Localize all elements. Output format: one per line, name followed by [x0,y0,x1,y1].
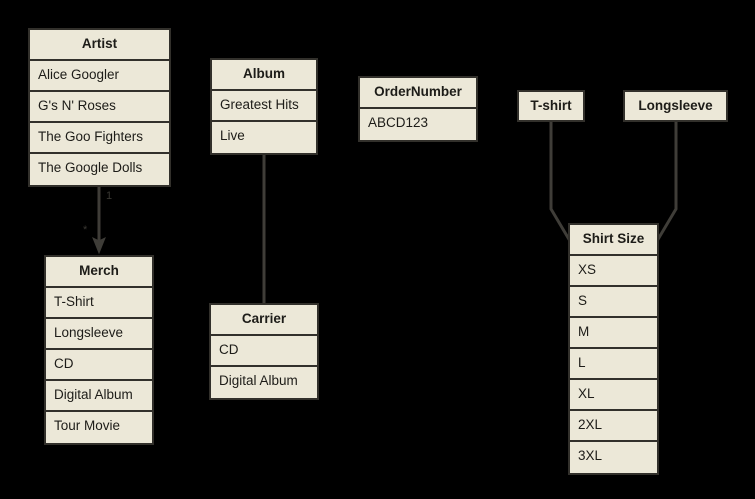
node-order-number-row-0[interactable]: ABCD123 [360,109,476,140]
node-tshirt[interactable]: T-shirt [517,90,585,122]
node-shirt-size-row-6[interactable]: 3XL [570,442,657,473]
node-artist-row-2[interactable]: The Goo Fighters [30,123,169,154]
node-carrier[interactable]: Carrier CD Digital Album [209,303,319,400]
node-album-title: Album [212,60,316,91]
node-carrier-title: Carrier [211,305,317,336]
node-artist-row-1[interactable]: G's N' Roses [30,92,169,123]
node-carrier-row-0[interactable]: CD [211,336,317,367]
node-shirt-size-row-2[interactable]: M [570,318,657,349]
node-artist-row-3[interactable]: The Google Dolls [30,154,169,185]
node-merch-row-3[interactable]: Digital Album [46,381,152,412]
node-artist-row-0[interactable]: Alice Googler [30,61,169,92]
node-artist[interactable]: Artist Alice Googler G's N' Roses The Go… [28,28,171,187]
node-merch[interactable]: Merch T-Shirt Longsleeve CD Digital Albu… [44,255,154,445]
edge-label-artist-multiplicity: 1 [106,190,113,202]
node-merch-title: Merch [46,257,152,288]
node-album-row-0[interactable]: Greatest Hits [212,91,316,122]
edge-label-merch-multiplicity: * [83,224,88,236]
node-longsleeve-label: Longsleeve [638,98,713,113]
node-merch-row-2[interactable]: CD [46,350,152,381]
node-longsleeve[interactable]: Longsleeve [623,90,728,122]
node-shirt-size-row-3[interactable]: L [570,349,657,380]
node-shirt-size-row-0[interactable]: XS [570,256,657,287]
node-shirt-size[interactable]: Shirt Size XS S M L XL 2XL 3XL [568,223,659,475]
node-shirt-size-row-5[interactable]: 2XL [570,411,657,442]
node-order-number-title: OrderNumber [360,78,476,109]
node-shirt-size-row-1[interactable]: S [570,287,657,318]
node-order-number[interactable]: OrderNumber ABCD123 [358,76,478,142]
node-merch-row-1[interactable]: Longsleeve [46,319,152,350]
node-shirt-size-row-4[interactable]: XL [570,380,657,411]
edge-longsleeve-to-shirtsize [655,122,678,242]
node-artist-title: Artist [30,30,169,61]
node-merch-row-0[interactable]: T-Shirt [46,288,152,319]
node-carrier-row-1[interactable]: Digital Album [211,367,317,398]
node-album-row-1[interactable]: Live [212,122,316,153]
node-shirt-size-title: Shirt Size [570,225,657,256]
node-album[interactable]: Album Greatest Hits Live [210,58,318,155]
node-merch-row-4[interactable]: Tour Movie [46,412,152,443]
arrowhead-icon [92,236,106,255]
node-tshirt-label: T-shirt [530,98,572,113]
